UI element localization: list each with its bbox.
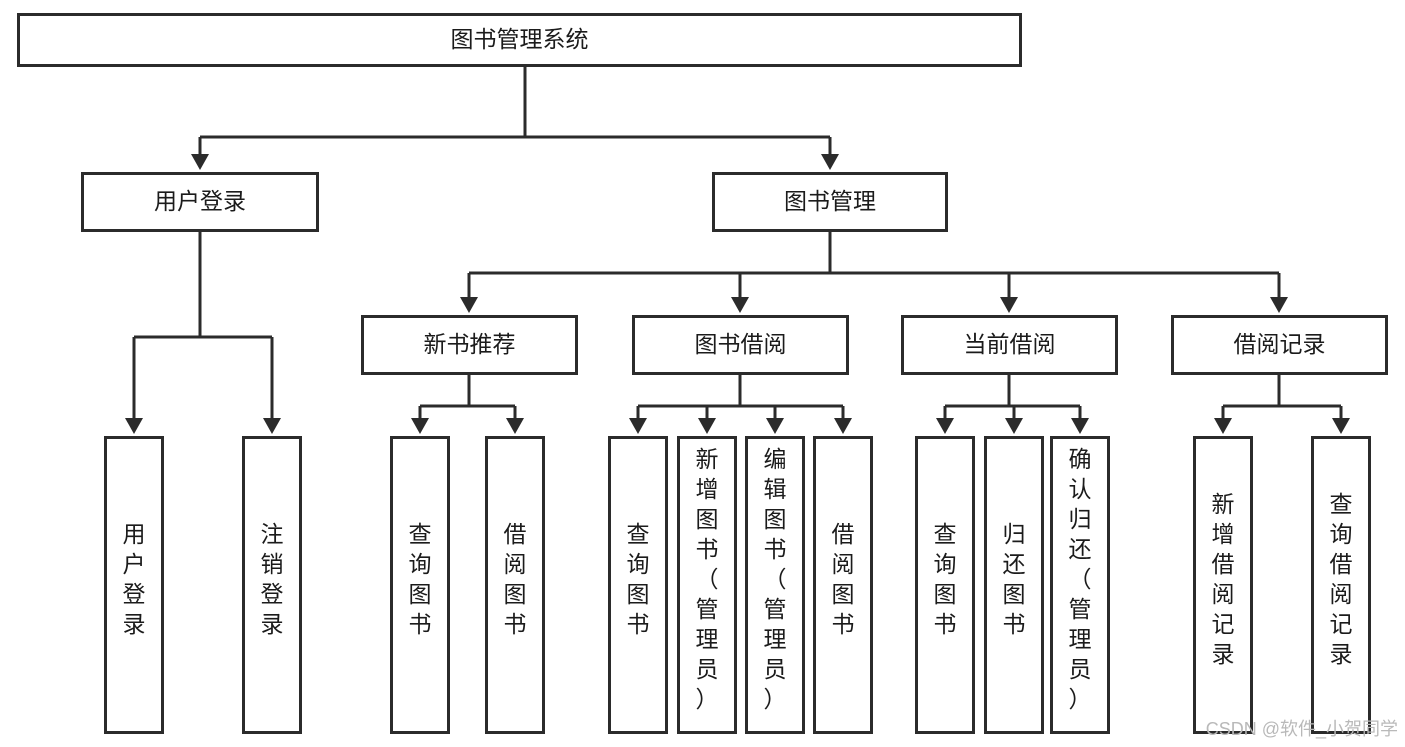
node-label: 新书推荐 — [424, 331, 516, 357]
node-label: 图书管理系统 — [451, 26, 589, 52]
node-box[interactable] — [1171, 315, 1388, 375]
node-label: 借阅记录 — [1234, 331, 1326, 357]
connector-edge-root-bookmgmt — [821, 137, 839, 170]
node-label: 查询图书 — [627, 521, 650, 637]
connector-edge-bm-a1 — [460, 273, 478, 313]
node-box[interactable] — [1193, 436, 1253, 734]
node-leaf-query-book-2[interactable]: 查询图书 — [608, 436, 668, 734]
node-label: 借阅图书 — [504, 521, 527, 637]
node-box[interactable] — [1311, 436, 1371, 734]
node-box[interactable] — [984, 436, 1044, 734]
node-new-book-recommend[interactable]: 新书推荐 — [361, 315, 578, 375]
node-book-borrow[interactable]: 图书借阅 — [632, 315, 849, 375]
csdn-watermark: CSDN @软件_小贺同学 — [1206, 719, 1398, 740]
node-label: 图书借阅 — [695, 331, 787, 357]
connector-edge-bb-a4 — [834, 406, 852, 434]
node-label: 查询图书 — [934, 521, 957, 637]
node-box[interactable] — [608, 436, 668, 734]
node-current-borrow[interactable]: 当前借阅 — [901, 315, 1118, 375]
node-layer: 图书管理系统用户登录图书管理新书推荐图书借阅当前借阅借阅记录用户登录注销登录查询… — [17, 13, 1388, 734]
node-leaf-borrow-book-1[interactable]: 借阅图书 — [485, 436, 545, 734]
node-user-login[interactable]: 用户登录 — [81, 172, 319, 232]
node-box[interactable] — [361, 315, 578, 375]
connector-edge-bm-a2 — [731, 273, 749, 313]
node-label: 新增借阅记录 — [1212, 491, 1235, 667]
node-box[interactable] — [901, 315, 1118, 375]
connector-edge-cb-a3 — [1071, 406, 1089, 434]
node-label: 新增图书（管理员） — [696, 446, 719, 712]
node-leaf-edit-book[interactable]: 编辑图书（管理员） — [745, 436, 805, 734]
connector-edge-bb-a1 — [629, 406, 647, 434]
node-leaf-borrow-book-2[interactable]: 借阅图书 — [813, 436, 873, 734]
node-leaf-query-book-1[interactable]: 查询图书 — [390, 436, 450, 734]
node-box[interactable] — [81, 172, 319, 232]
node-label: 图书管理 — [784, 188, 876, 214]
connector-edge-ul-a2 — [263, 337, 281, 434]
node-box[interactable] — [813, 436, 873, 734]
connector-edge-bm-a3 — [1000, 273, 1018, 313]
node-borrow-record[interactable]: 借阅记录 — [1171, 315, 1388, 375]
connector-edge-bm-a4 — [1270, 273, 1288, 313]
node-label: 编辑图书（管理员） — [764, 446, 787, 712]
node-leaf-return-book[interactable]: 归还图书 — [984, 436, 1044, 734]
node-leaf-add-borrow-record[interactable]: 新增借阅记录 — [1193, 436, 1253, 734]
node-label: 归还图书 — [1003, 521, 1026, 637]
node-label: 查询借阅记录 — [1330, 491, 1353, 667]
node-box[interactable] — [485, 436, 545, 734]
node-label: 用户登录 — [154, 188, 246, 214]
node-box[interactable] — [632, 315, 849, 375]
node-label: 注销登录 — [261, 521, 284, 637]
connector-edge-br-a1 — [1214, 406, 1232, 434]
connector-edge-root-userlogin — [191, 137, 209, 170]
node-box[interactable] — [242, 436, 302, 734]
connector-edge-bb-a2 — [698, 406, 716, 434]
connector-edge-bb-a3 — [766, 406, 784, 434]
node-box[interactable] — [390, 436, 450, 734]
node-box[interactable] — [745, 436, 805, 734]
node-box[interactable] — [17, 13, 1022, 67]
connector-edge-br-a2 — [1332, 406, 1350, 434]
node-leaf-user-login[interactable]: 用户登录 — [104, 436, 164, 734]
node-leaf-confirm-return[interactable]: 确认归还（管理员） — [1050, 436, 1110, 734]
node-label: 确认归还（管理员） — [1069, 446, 1092, 712]
node-leaf-query-book-3[interactable]: 查询图书 — [915, 436, 975, 734]
node-label: 用户登录 — [123, 521, 146, 637]
node-label: 当前借阅 — [964, 331, 1056, 357]
node-label: 查询图书 — [409, 521, 432, 637]
connector-edge-nbr-a1 — [411, 406, 429, 434]
node-leaf-add-book[interactable]: 新增图书（管理员） — [677, 436, 737, 734]
connector-edge-cb-a2 — [1005, 406, 1023, 434]
node-box[interactable] — [712, 172, 948, 232]
node-leaf-query-borrow-record[interactable]: 查询借阅记录 — [1311, 436, 1371, 734]
connector-edge-nbr-a2 — [506, 406, 524, 434]
node-box[interactable] — [104, 436, 164, 734]
node-box[interactable] — [677, 436, 737, 734]
node-label: 借阅图书 — [832, 521, 855, 637]
connector-edge-ul-a1 — [125, 337, 143, 434]
connector-layer — [125, 67, 1350, 434]
node-root[interactable]: 图书管理系统 — [17, 13, 1022, 67]
node-box[interactable] — [1050, 436, 1110, 734]
node-book-management[interactable]: 图书管理 — [712, 172, 948, 232]
node-leaf-user-logout[interactable]: 注销登录 — [242, 436, 302, 734]
connector-edge-cb-a1 — [936, 406, 954, 434]
node-box[interactable] — [915, 436, 975, 734]
